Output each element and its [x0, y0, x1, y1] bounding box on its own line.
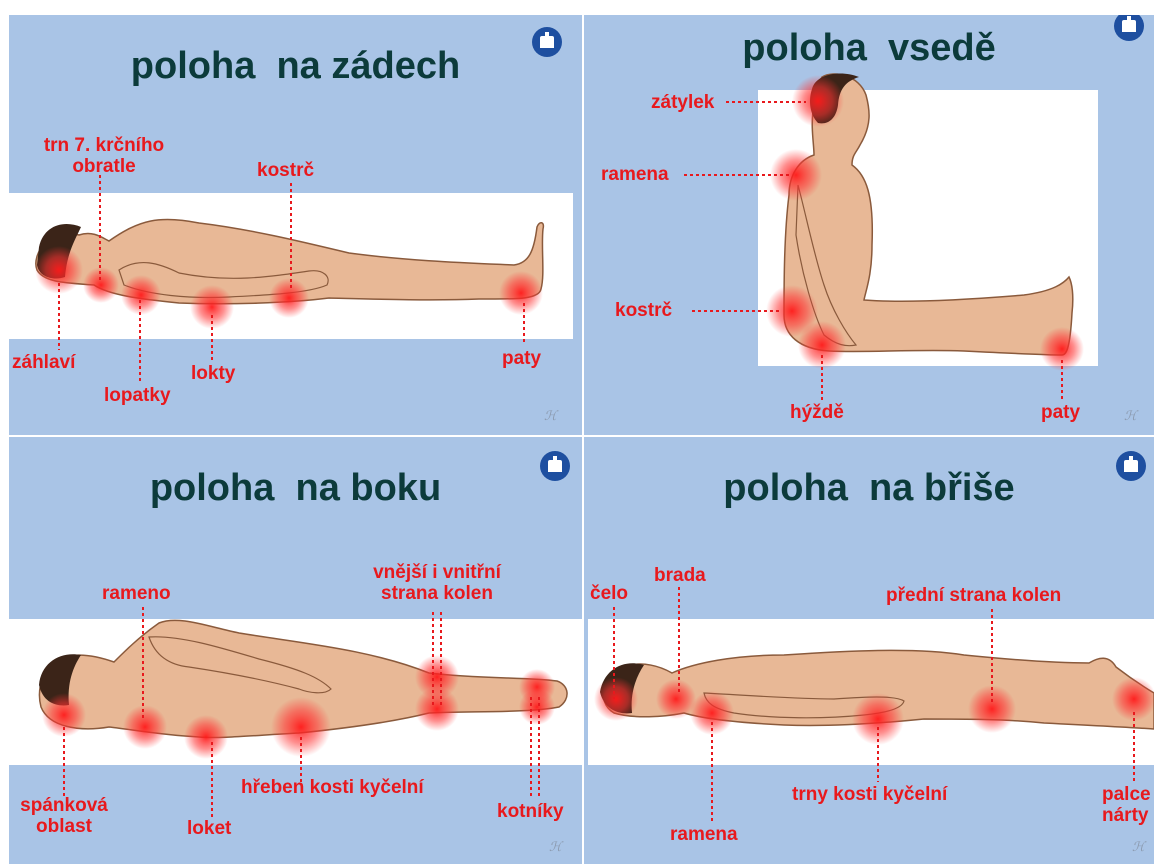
- panel-lateral: poloha na boku rameno vnější i vnitřníst…: [9, 437, 582, 864]
- label-occiput: záhlaví: [12, 352, 75, 373]
- label-chin: brada: [654, 565, 706, 586]
- label-heels: paty: [502, 348, 541, 369]
- label-shoulders: ramena: [601, 164, 669, 185]
- signature-icon: ℋ: [1132, 839, 1145, 855]
- label-toes-insteps: palcenárty: [1102, 784, 1151, 826]
- label-ankles: kotníky: [497, 801, 564, 822]
- label-elbows: lokty: [191, 363, 235, 384]
- label-shoulders: ramena: [670, 824, 738, 845]
- signature-icon: ℋ: [544, 408, 557, 424]
- label-scapulae: lopatky: [104, 385, 171, 406]
- supine-figure: [9, 15, 582, 435]
- label-elbow: loket: [187, 818, 231, 839]
- panel-prone: poloha na břiše čelo brada přední strana…: [584, 437, 1154, 864]
- label-shoulder: rameno: [102, 583, 171, 604]
- signature-icon: ℋ: [549, 839, 562, 855]
- label-nape: zátylek: [651, 92, 714, 113]
- label-buttocks: hýždě: [790, 402, 844, 423]
- label-coccyx: kostrč: [615, 300, 672, 321]
- signature-icon: ℋ: [1124, 408, 1137, 424]
- label-knees-inner-outer: vnější i vnitřnístrana kolen: [357, 562, 517, 604]
- label-temple: spánkováoblast: [9, 795, 119, 837]
- panel-supine: poloha na zádech trn 7. krčníhoobratle k…: [9, 15, 582, 435]
- label-coccyx: kostrč: [257, 160, 314, 181]
- sitting-figure: [584, 15, 1154, 435]
- label-heels: paty: [1041, 402, 1080, 423]
- label-knees-front: přední strana kolen: [886, 585, 1061, 606]
- label-iliac-spines: trny kosti kyčelní: [792, 784, 947, 805]
- label-c7-vertebra: trn 7. krčníhoobratle: [29, 135, 179, 177]
- panel-sitting: poloha vsedě zátylek ramena kostrč hýždě…: [584, 15, 1154, 435]
- label-iliac-crest: hřeben kosti kyčelní: [241, 777, 424, 798]
- label-forehead: čelo: [590, 583, 628, 604]
